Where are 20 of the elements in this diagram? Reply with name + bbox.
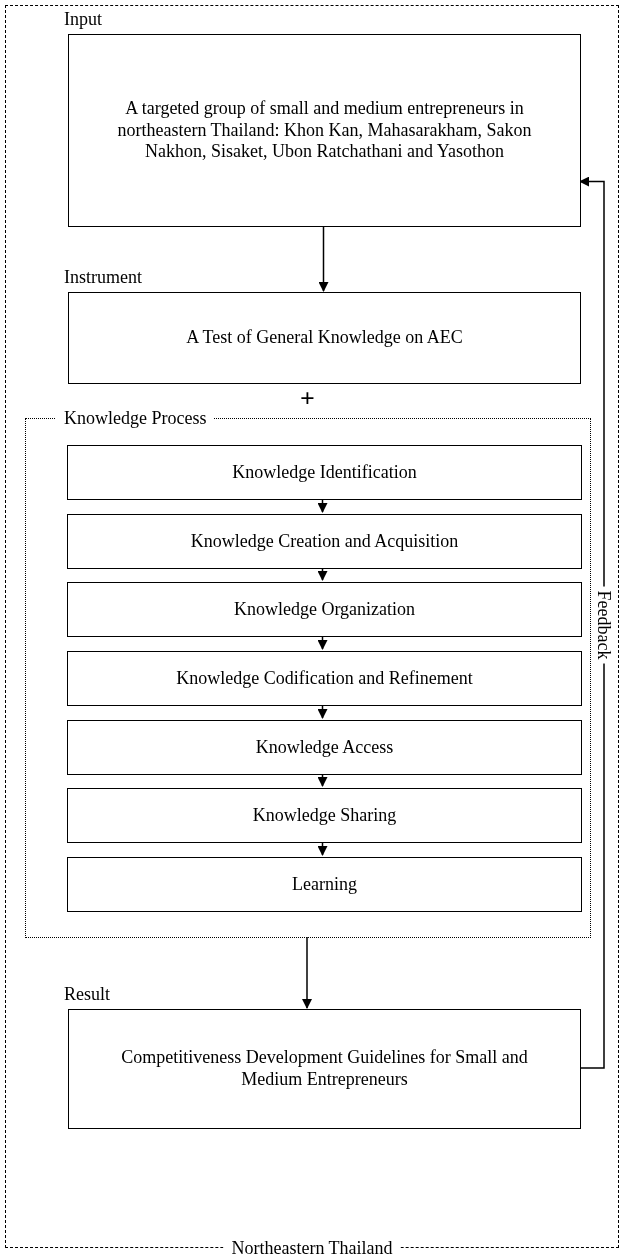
box-text: A Test of General Knowledge on AEC <box>186 327 463 349</box>
arrow <box>302 936 312 1009</box>
section-heading: Input <box>64 8 102 31</box>
box-text: Learning <box>292 873 357 896</box>
plus-sign: + <box>300 386 315 412</box>
section-heading: Instrument <box>64 266 142 289</box>
arrow <box>318 225 329 292</box>
box-text: Knowledge Access <box>255 736 394 759</box>
box-text: Knowledge Identification <box>232 461 417 484</box>
box-text: Knowledge Sharing <box>252 804 397 827</box>
arrow <box>579 176 605 1069</box>
region-label: Northeastern Thailand <box>223 1239 401 1257</box>
box-text: A targeted group of small and medium entrepreneurs in northeastern Thailand: Khon Kan, Mahasarakham, Sakon Nakhon, Sisaket, Ubon Ratchathani and Yasothon <box>116 98 533 163</box>
box-text: Knowledge Creation and Acquisition <box>190 530 459 553</box>
group-label: Knowledge Process <box>56 409 215 427</box>
box-text: Competitiveness Development Guidelines for Small and Medium Entrepreneurs <box>120 1047 529 1091</box>
section-heading: Result <box>64 983 110 1006</box>
box-text: Knowledge Organization <box>233 598 416 621</box>
edge-label: Feedback <box>595 586 613 664</box>
box-text: Knowledge Codification and Refinement <box>176 667 473 690</box>
